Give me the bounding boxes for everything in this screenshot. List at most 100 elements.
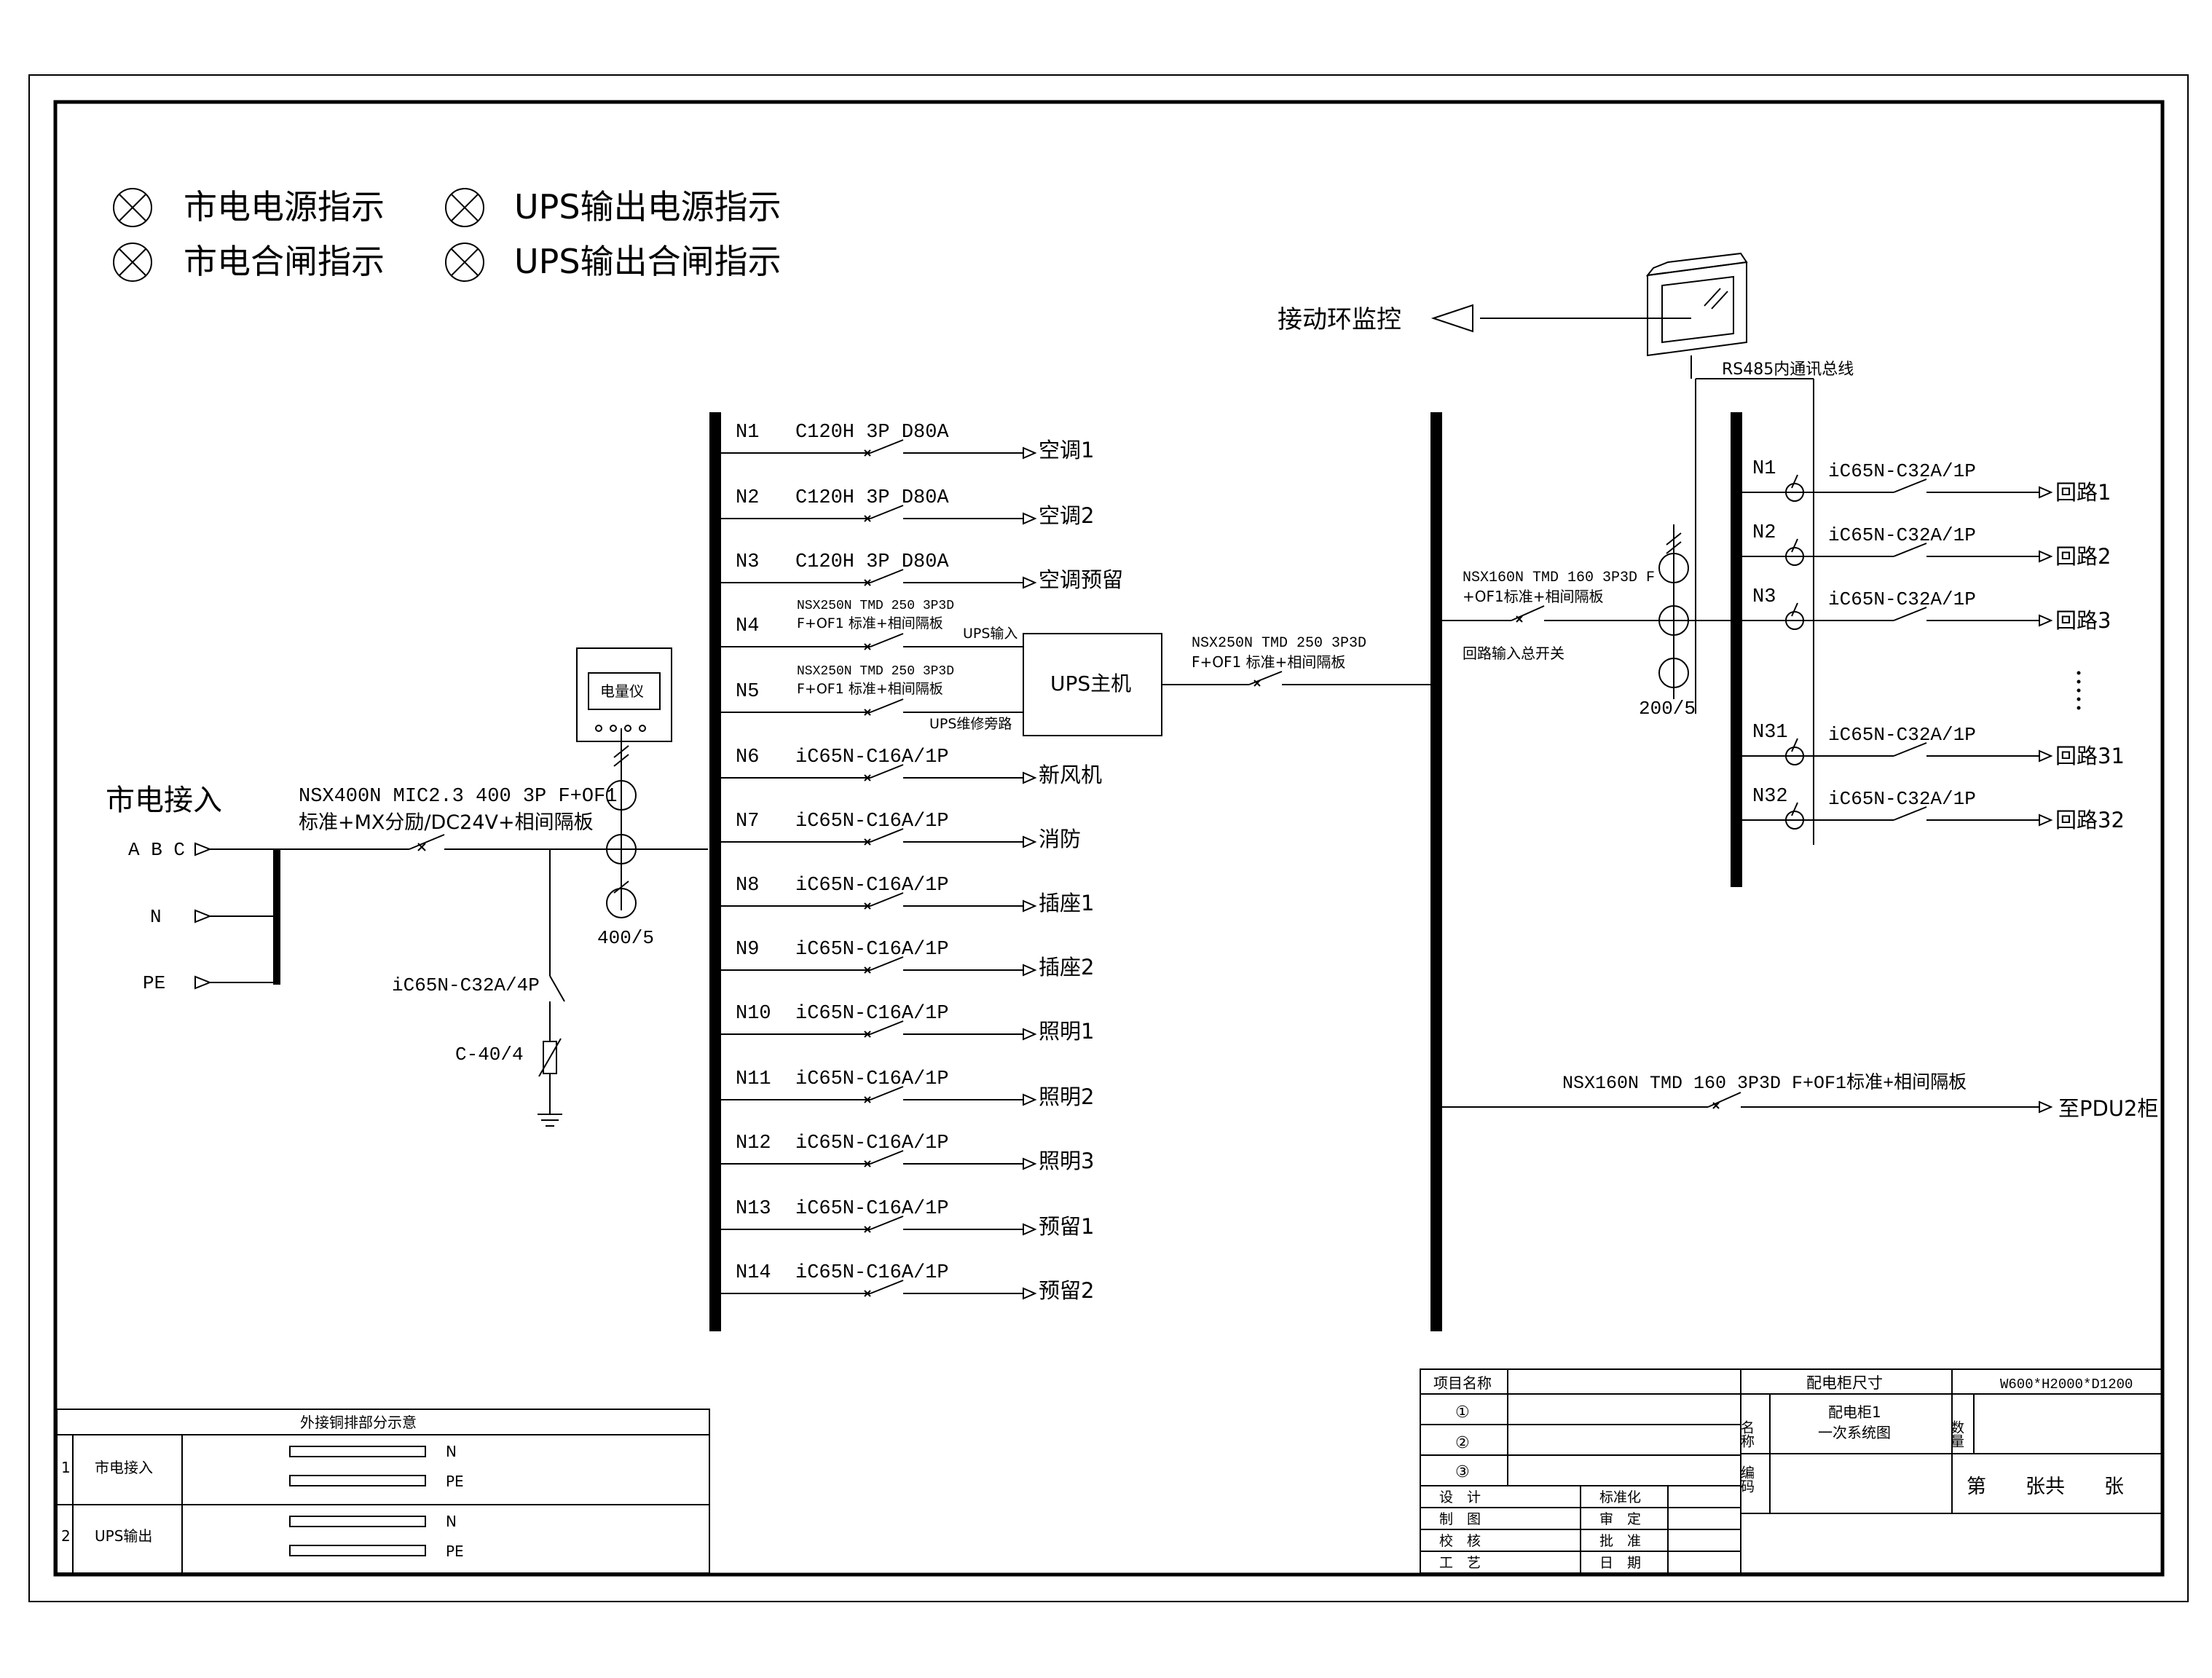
incoming-title: 市电接入 <box>106 784 222 817</box>
feeder-load: 消防 <box>1039 827 1081 851</box>
pdu-feeder: NSX160N TMD 160 3P3D F+OF1标准+相间隔板 至PDU2柜 <box>1442 1072 2159 1121</box>
branch-load: 回路1 <box>2055 480 2111 505</box>
legend-label-3: 市电合闸指示 <box>184 242 385 281</box>
branch-id: N31 <box>1752 722 1788 744</box>
feeder-id: N8 <box>736 875 759 897</box>
indicator-lamp-icon <box>113 243 152 282</box>
feeder-id: N11 <box>736 1068 771 1090</box>
phase-n-label: N <box>150 906 162 928</box>
branch-load: 回路3 <box>2055 608 2111 633</box>
feeder-id: N3 <box>736 551 759 573</box>
role-design: 设 计 <box>1439 1489 1481 1505</box>
power-meter <box>576 647 672 742</box>
title-block: 项目名称 ① ② ③ 配电柜尺寸 W600*H2000*D1200 名称 配电柜… <box>1420 1368 2163 1574</box>
incoming-supply: 市电接入 A B C N PE NSX400N MIC2.3 400 3P F+… <box>106 647 708 1127</box>
arrow-right-icon <box>1023 835 1037 848</box>
feeder-id: N7 <box>736 811 759 832</box>
ellipsis-dots <box>2077 671 2081 710</box>
residual-current-icon <box>1785 483 1804 502</box>
inner-frame <box>53 100 2165 1577</box>
feeder-load: 空调1 <box>1039 438 1094 462</box>
phase-pe-label: PE <box>143 972 165 994</box>
branch-id: N32 <box>1752 786 1788 808</box>
role-standardization: 标准化 <box>1599 1489 1641 1505</box>
feeder-load: 空调2 <box>1039 503 1094 528</box>
residual-current-icon <box>1785 747 1804 765</box>
feeder-load: 照明3 <box>1039 1149 1094 1173</box>
drawing-name-2: 一次系统图 <box>1818 1424 1891 1441</box>
loop-input-breaker2: +OF1标准+相间隔板 <box>1463 588 1604 605</box>
branch-breaker: iC65N-C32A/1P <box>1828 724 1976 746</box>
sheet-number: 第 张共 张 <box>1967 1476 2124 1498</box>
feeder-breaker: C120H 3P D80A <box>795 487 949 509</box>
terminal-arrow-icon <box>194 842 212 856</box>
arrow-right-icon <box>1023 771 1037 784</box>
outer-frame <box>28 74 2189 1602</box>
terminal-arrow-icon <box>194 909 212 923</box>
project-name-label: 项目名称 <box>1433 1374 1492 1392</box>
arrow-right-icon <box>2039 749 2053 763</box>
branch-breaker: iC65N-C32A/1P <box>1828 524 1976 546</box>
cabinet-size-label: 配电柜尺寸 <box>1806 1374 1883 1392</box>
feeder-breaker: iC65N-C16A/1P <box>795 875 949 897</box>
branch-breaker: iC65N-C32A/1P <box>1828 788 1976 810</box>
feeder-load: 空调预留 <box>1039 567 1123 592</box>
copper-row-no: 1 <box>61 1459 71 1476</box>
terminal-arrow-icon <box>194 975 212 990</box>
arrow-right-icon <box>2039 614 2053 627</box>
copper-bar-icon <box>289 1545 426 1556</box>
current-transformer-icon <box>1658 553 1689 583</box>
quantity-label: 数量 <box>1948 1420 1964 1448</box>
feeder-breaker: iC65N-C16A/1P <box>795 939 949 961</box>
feeder-breaker: iC65N-C16A/1P <box>795 1133 949 1154</box>
feeder-breaker: iC65N-C16A/1P <box>795 1198 949 1220</box>
feeder-n2: N2 C120H 3P D80A 空调2 <box>721 487 1094 528</box>
branch-breaker: iC65N-C32A/1P <box>1828 460 1976 482</box>
ups-out-breaker2: F+OF1 标准+相间隔板 <box>1192 653 1345 671</box>
role-approve: 批 准 <box>1599 1533 1641 1549</box>
copper-bar-icon <box>289 1516 426 1527</box>
arrow-right-icon <box>1023 1223 1037 1236</box>
arrow-right-icon <box>2039 1100 2053 1114</box>
copper-row-no: 2 <box>61 1527 71 1545</box>
copper-row-name: 市电接入 <box>95 1459 153 1476</box>
spd-label: C-40/4 <box>455 1044 524 1066</box>
branch-id: N2 <box>1752 522 1776 544</box>
role-check: 校 核 <box>1439 1533 1481 1549</box>
arrow-right-icon <box>1023 1287 1037 1300</box>
arrow-right-icon <box>1023 1093 1037 1106</box>
branch-id: N1 <box>1752 458 1776 480</box>
arrow-right-icon <box>1023 512 1037 525</box>
arrow-right-icon <box>2039 550 2053 563</box>
current-transformer-icon <box>1658 605 1689 636</box>
feeder-breaker: iC65N-C16A/1P <box>795 1003 949 1025</box>
copper-table-title: 外接铜排部分示意 <box>300 1414 417 1431</box>
current-transformer-icon <box>1658 658 1689 688</box>
copper-bar-table: 外接铜排部分示意 1 市电接入 N PE 2 UPS输出 N PE <box>56 1409 710 1574</box>
loop-ct-label: 200/5 <box>1639 698 1696 720</box>
indicator-lamp-icon <box>113 188 152 227</box>
legend: 市电电源指示 UPS输出电源指示 市电合闸指示 UPS输出合闸指示 <box>113 187 782 282</box>
loop-input-label: 回路输入总开关 <box>1463 645 1564 662</box>
role-date: 日 期 <box>1599 1555 1641 1571</box>
monitor-panel: 接动环监控 RS485内通讯总线 <box>1278 252 1854 845</box>
copper-bar-label: PE <box>446 1543 464 1560</box>
feeder-load: 预留1 <box>1039 1214 1094 1239</box>
project-item-1: ① <box>1455 1403 1470 1422</box>
feeder-breaker: iC65N-C16A/1P <box>795 1262 949 1284</box>
feeder-id: N2 <box>736 487 759 509</box>
ups-connection-label: UPS维修旁路 <box>929 716 1012 732</box>
feeder-load: 新风机 <box>1039 763 1102 787</box>
cabinet-size-value: W600*H2000*D1200 <box>2000 1376 2133 1393</box>
feeder-id: N13 <box>736 1198 771 1220</box>
